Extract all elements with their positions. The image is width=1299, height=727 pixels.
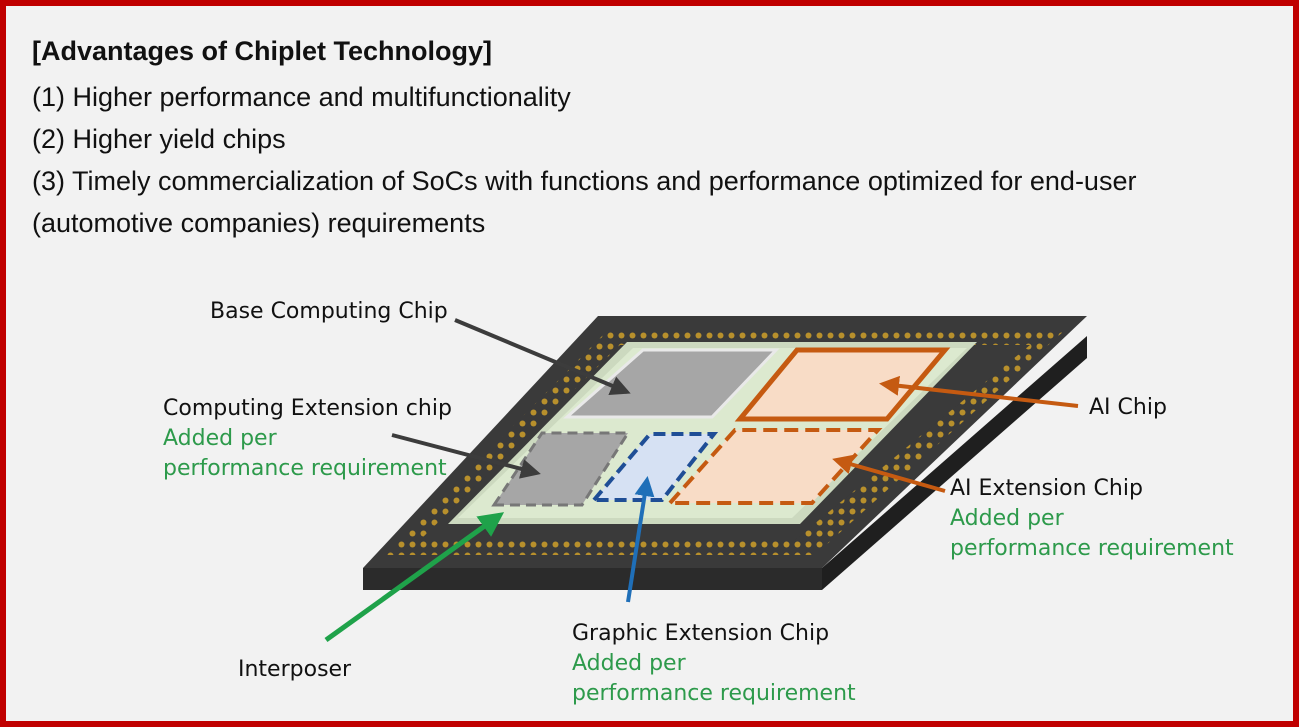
base-computing-chip-arrow <box>454 318 631 396</box>
ai-chip-arrow <box>879 375 1079 408</box>
graphic-extension-note-1: Added per <box>572 651 687 676</box>
ai-extension-chip-label: AI Extension Chip <box>950 476 1143 501</box>
computing-extension-note-1: Added per <box>163 426 278 451</box>
slide-title: [Advantages of Chiplet Technology] <box>32 36 493 66</box>
computing-extension-chip-label: Computing Extension chip <box>163 396 452 421</box>
computing-extension-chip-arrow <box>391 433 541 479</box>
interposer-label: Interposer <box>238 657 352 682</box>
ai-extension-chip <box>665 428 883 505</box>
advantage-1: (1) Higher performance and multifunction… <box>32 82 571 112</box>
ai-extension-note-1: Added per <box>950 506 1065 531</box>
ai-chip <box>734 347 951 422</box>
ai-extension-note-2: performance requirement <box>950 536 1234 561</box>
computing-extension-note-2: performance requirement <box>163 456 447 481</box>
graphic-extension-chip-label: Graphic Extension Chip <box>572 621 829 646</box>
base-computing-chip <box>563 348 780 419</box>
ai-extension-chip-arrow <box>832 454 946 493</box>
ai-chip-label: AI Chip <box>1089 395 1167 420</box>
graphic-extension-note-2: performance requirement <box>572 681 856 706</box>
graphic-extension-chip <box>589 432 719 502</box>
graphic-extension-chip-arrow <box>626 476 655 603</box>
computing-extension-chip <box>491 431 631 507</box>
advantage-3: (3) Timely commercialization of SoCs wit… <box>32 166 1137 196</box>
advantage-3-continued: (automotive companies) requirements <box>32 208 486 238</box>
interposer-arrow <box>324 512 505 643</box>
base-computing-chip-label: Base Computing Chip <box>210 299 448 324</box>
advantage-2: (2) Higher yield chips <box>32 124 286 154</box>
